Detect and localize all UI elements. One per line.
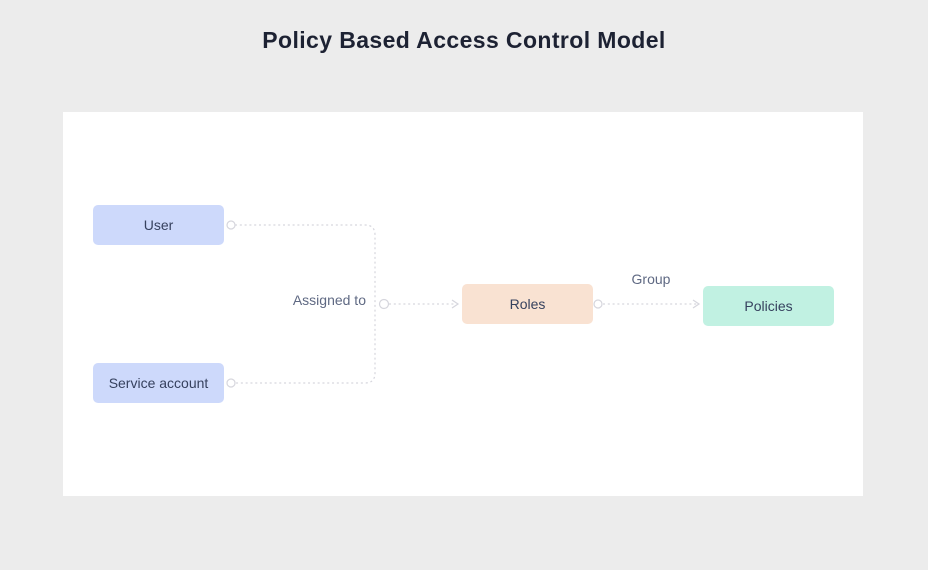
- arrowhead-icon-policies: [692, 299, 701, 309]
- node-user[interactable]: User: [93, 205, 224, 245]
- edge-label-assigned-to: Assigned to: [292, 292, 366, 308]
- node-roles[interactable]: Roles: [462, 284, 593, 324]
- diagram-canvas: User Service account Roles Policies Assi…: [63, 112, 863, 496]
- node-service-account[interactable]: Service account: [93, 363, 224, 403]
- connector-layer: [226, 220, 701, 388]
- diagram-title: Policy Based Access Control Model: [262, 27, 666, 53]
- edge-label-group: Group: [631, 271, 671, 287]
- port-icon-service-account: [226, 378, 236, 388]
- port-icon-merge: [378, 298, 390, 310]
- port-icon-user: [226, 220, 236, 230]
- node-policies-label: Policies: [744, 298, 793, 314]
- node-user-label: User: [143, 217, 174, 233]
- node-policies[interactable]: Policies: [703, 286, 834, 326]
- node-roles-label: Roles: [509, 296, 546, 312]
- port-icon-roles: [593, 299, 603, 309]
- arrowhead-icon-roles: [451, 299, 460, 309]
- node-service-account-label: Service account: [108, 375, 209, 391]
